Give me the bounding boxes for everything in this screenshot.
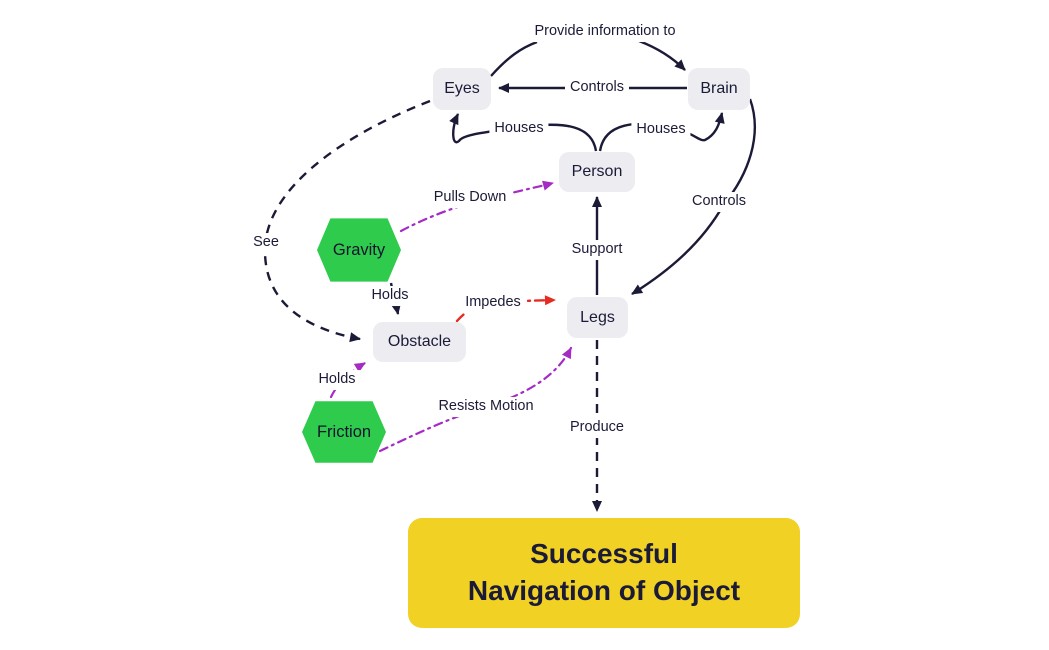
node-gravity[interactable]: Gravity <box>317 218 401 282</box>
node-gravity-label: Gravity <box>332 240 386 259</box>
node-person[interactable]: Person <box>559 152 635 192</box>
edge-label-houses-brain: Houses <box>631 120 691 140</box>
node-goal-successful-navigation[interactable]: Successful Navigation of Object <box>408 518 800 628</box>
edge-label-friction-holds: Holds <box>313 370 361 390</box>
node-friction-label: Friction <box>316 422 372 441</box>
node-eyes-label: Eyes <box>444 80 480 97</box>
node-person-label: Person <box>571 163 623 180</box>
node-legs[interactable]: Legs <box>567 297 628 338</box>
edge-label-pulls-down: Pulls Down <box>428 188 512 208</box>
node-brain[interactable]: Brain <box>688 68 750 110</box>
edge-provide-information-arrow <box>638 39 686 71</box>
edge-houses-eyes-arrow <box>449 113 598 152</box>
edge-label-see: See <box>248 233 284 253</box>
node-eyes[interactable]: Eyes <box>433 68 491 110</box>
edge-label-houses-eyes: Houses <box>489 119 549 139</box>
node-goal-label-line1: Successful <box>530 538 678 570</box>
node-goal-label-line2: Navigation of Object <box>467 575 741 606</box>
edge-label-provide-information: Provide information to <box>529 22 681 42</box>
edge-label-produce: Produce <box>564 418 630 438</box>
edge-label-impedes: Impedes <box>460 293 526 313</box>
node-obstacle-label: Obstacle <box>387 333 452 350</box>
node-obstacle[interactable]: Obstacle <box>373 322 466 362</box>
edge-label-gravity-holds: Holds <box>366 286 414 306</box>
edge-provide-information-left-segment <box>490 40 538 77</box>
edge-label-resists-motion: Resists Motion <box>433 397 539 417</box>
edge-label-controls-eyes: Controls <box>565 78 629 98</box>
node-brain-label: Brain <box>700 80 738 97</box>
edge-label-controls-legs: Controls <box>687 192 751 212</box>
node-legs-label: Legs <box>580 308 615 326</box>
edge-label-support: Support <box>566 240 628 260</box>
node-friction[interactable]: Friction <box>302 401 386 463</box>
